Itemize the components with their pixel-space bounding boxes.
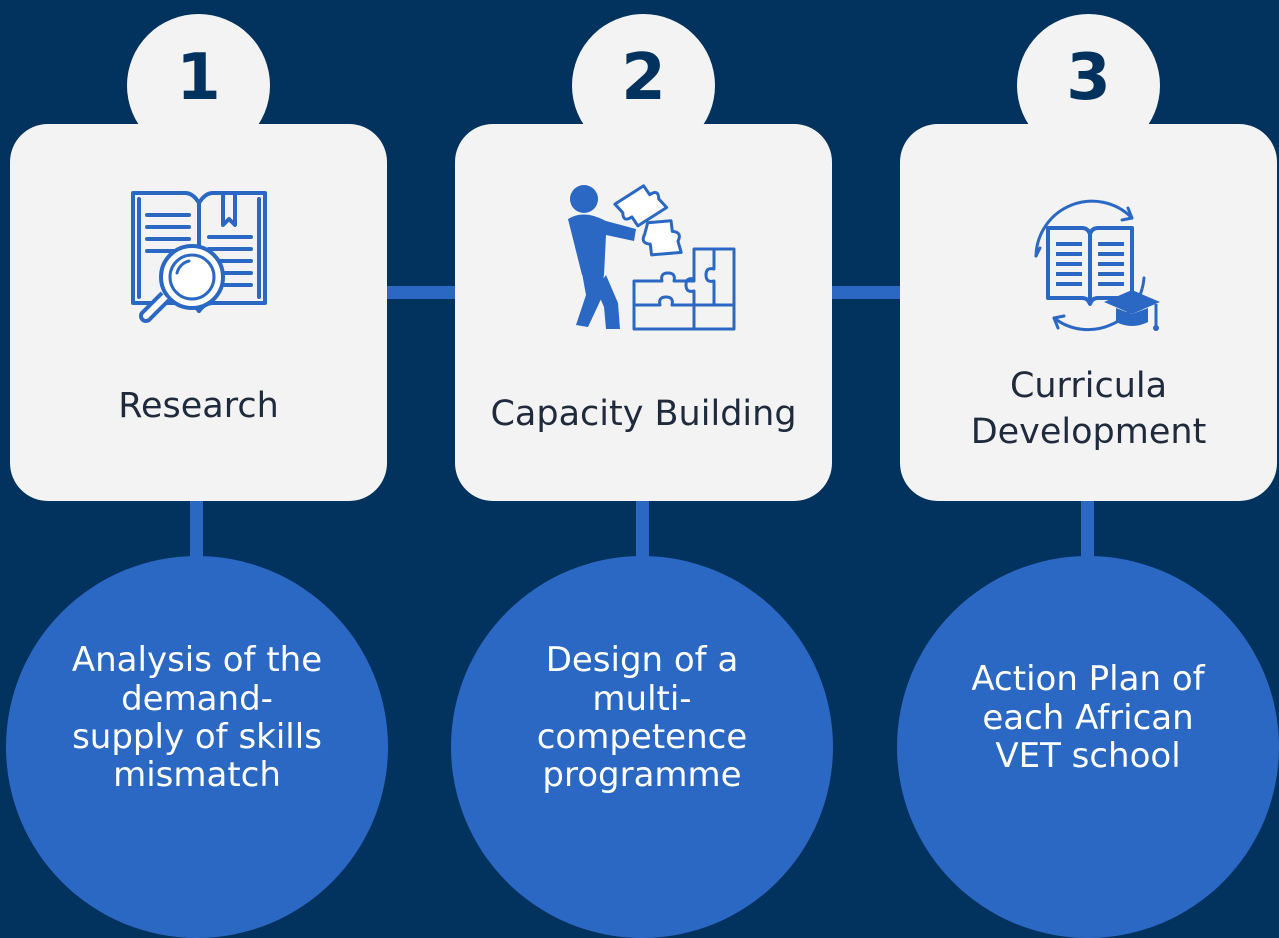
connector-1-2 — [380, 286, 460, 299]
step-card-curricula-development: Curricula Development — [900, 124, 1277, 501]
step-card-research: Research — [10, 124, 387, 501]
step-card-capacity-building: Capacity Building — [455, 124, 832, 501]
step-description-2: Design of a multi-competence programme — [536, 640, 748, 796]
step-description-circle-1: Analysis of the demand-supply of skills … — [6, 556, 388, 938]
step-label-curricula-development: Curricula Development — [970, 366, 1207, 452]
step-description-1: Analysis of the demand-supply of skills … — [71, 640, 323, 796]
step-description-3: Action Plan of each African VET school — [971, 659, 1205, 777]
step-description-circle-3: Action Plan of each African VET school — [897, 556, 1279, 938]
step-label-capacity-building: Capacity Building — [490, 394, 797, 434]
person-puzzle-icon — [567, 184, 735, 331]
book-magnifier-icon — [130, 191, 267, 323]
connector-down-2 — [636, 490, 649, 570]
step-label-research: Research — [118, 386, 279, 426]
connector-2-3 — [826, 286, 906, 299]
connector-down-3 — [1081, 490, 1094, 570]
step-description-circle-2: Design of a multi-competence programme — [451, 556, 833, 938]
book-cycle-graduation-icon — [1034, 199, 1160, 332]
connector-down-1 — [190, 490, 203, 570]
